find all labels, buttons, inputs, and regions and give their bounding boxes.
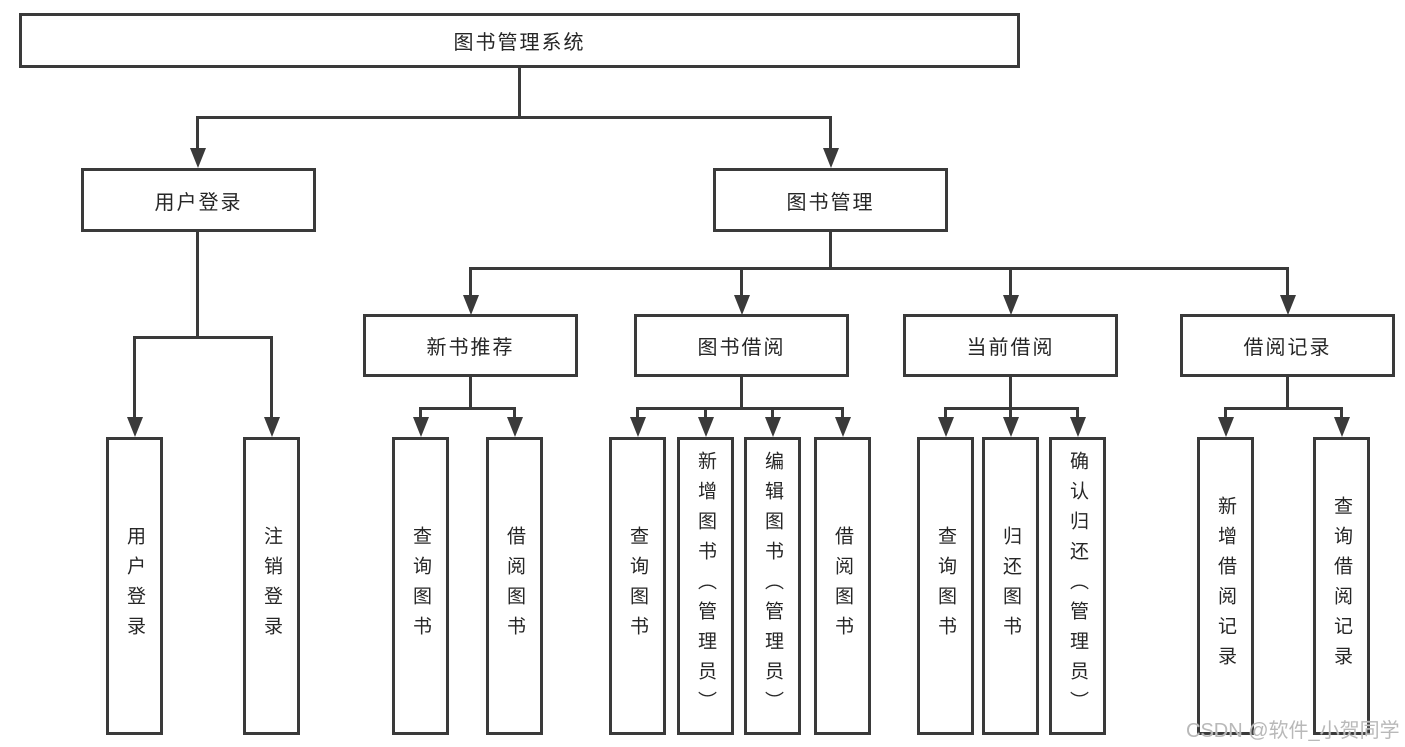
watermark: CSDN @软件_小贺同学	[1186, 720, 1400, 742]
node-logout-label: 注销登录	[261, 526, 282, 646]
connector-line	[740, 377, 743, 410]
connector-line	[740, 267, 743, 297]
node-book-borrow: 图书借阅	[634, 314, 849, 377]
node-borrow-query-books-label: 查询图书	[627, 526, 648, 646]
node-recommend-query-books: 查询图书	[392, 437, 449, 735]
arrow-down-icon	[412, 417, 429, 437]
connector-line	[1009, 407, 1012, 419]
node-edit-books-admin: 编辑图书（管理员）	[744, 437, 801, 735]
node-recommend-query-books-label: 查询图书	[410, 526, 431, 646]
node-current-borrow-label: 当前借阅	[966, 337, 1055, 359]
connector-line	[196, 232, 199, 339]
connector-line	[636, 407, 843, 410]
node-current-query-books: 查询图书	[917, 437, 974, 735]
arrow-down-icon	[937, 417, 954, 437]
connector-line	[133, 336, 273, 339]
node-current-query-books-label: 查询图书	[935, 526, 956, 646]
node-confirm-return-admin-label: 确认归还（管理员）	[1067, 451, 1088, 721]
node-library-system: 图书管理系统	[19, 13, 1020, 68]
node-borrow-records-label: 借阅记录	[1243, 337, 1332, 359]
arrow-down-icon	[1279, 295, 1296, 315]
arrow-down-icon	[506, 417, 523, 437]
connector-line	[518, 68, 521, 118]
node-book-management-label: 图书管理	[786, 191, 875, 214]
connector-line	[1286, 377, 1289, 410]
arrow-down-icon	[629, 417, 646, 437]
connector-line	[270, 336, 273, 419]
node-user-login-label: 用户登录	[154, 191, 243, 214]
arrow-down-icon	[1333, 417, 1350, 437]
connector-line	[196, 116, 199, 150]
connector-line	[1076, 407, 1079, 419]
arrow-down-icon	[1069, 417, 1086, 437]
connector-line	[1286, 267, 1289, 297]
arrow-down-icon	[764, 417, 781, 437]
connector-line	[1009, 267, 1012, 297]
connector-line	[419, 407, 422, 419]
connector-line	[841, 407, 844, 419]
connector-line	[771, 407, 774, 419]
connector-line	[513, 407, 516, 419]
node-add-books-admin-label: 新增图书（管理员）	[695, 451, 716, 721]
arrow-down-icon	[126, 417, 143, 437]
connector-line	[1009, 377, 1012, 410]
node-library-system-label: 图书管理系统	[453, 32, 586, 54]
node-add-borrow-record: 新增借阅记录	[1197, 437, 1254, 735]
arrow-down-icon	[462, 295, 479, 315]
arrow-down-icon	[697, 417, 714, 437]
connector-line	[829, 232, 832, 270]
connector-line	[829, 116, 832, 150]
node-current-borrow: 当前借阅	[903, 314, 1118, 377]
arrow-down-icon	[1002, 295, 1019, 315]
connector-line	[1224, 407, 1227, 419]
connector-line	[1224, 407, 1342, 410]
node-logout: 注销登录	[243, 437, 300, 735]
connector-line	[196, 116, 832, 119]
arrow-down-icon	[263, 417, 280, 437]
connector-line	[469, 377, 472, 410]
node-book-borrow-label: 图书借阅	[697, 337, 786, 359]
node-add-borrow-record-label: 新增借阅记录	[1215, 496, 1236, 676]
arrow-down-icon	[189, 148, 206, 168]
connector-line	[704, 407, 707, 419]
connector-line	[1340, 407, 1343, 419]
node-user-login-action: 用户登录	[106, 437, 163, 735]
arrow-down-icon	[822, 148, 839, 168]
node-query-borrow-record-label: 查询借阅记录	[1331, 496, 1352, 676]
node-recommend-borrow-books: 借阅图书	[486, 437, 543, 735]
arrow-down-icon	[1002, 417, 1019, 437]
connector-line	[469, 267, 472, 297]
node-new-book-recommend: 新书推荐	[363, 314, 578, 377]
arrow-down-icon	[1217, 417, 1234, 437]
node-borrow-borrow-books-label: 借阅图书	[832, 526, 853, 646]
node-confirm-return-admin: 确认归还（管理员）	[1049, 437, 1106, 735]
connector-line	[944, 407, 947, 419]
node-borrow-records: 借阅记录	[1180, 314, 1395, 377]
node-edit-books-admin-label: 编辑图书（管理员）	[762, 451, 783, 721]
node-book-management: 图书管理	[713, 168, 948, 232]
node-return-books-label: 归还图书	[1000, 526, 1021, 646]
arrow-down-icon	[834, 417, 851, 437]
node-new-book-recommend-label: 新书推荐	[426, 337, 515, 359]
node-borrow-borrow-books: 借阅图书	[814, 437, 871, 735]
node-query-borrow-record: 查询借阅记录	[1313, 437, 1370, 735]
node-return-books: 归还图书	[982, 437, 1039, 735]
connector-line	[469, 267, 1289, 270]
node-add-books-admin: 新增图书（管理员）	[677, 437, 734, 735]
node-borrow-query-books: 查询图书	[609, 437, 666, 735]
connector-line	[636, 407, 639, 419]
connector-line	[133, 336, 136, 419]
node-recommend-borrow-books-label: 借阅图书	[504, 526, 525, 646]
connector-line	[419, 407, 515, 410]
arrow-down-icon	[733, 295, 750, 315]
node-user-login-action-label: 用户登录	[124, 526, 145, 646]
node-user-login: 用户登录	[81, 168, 316, 232]
